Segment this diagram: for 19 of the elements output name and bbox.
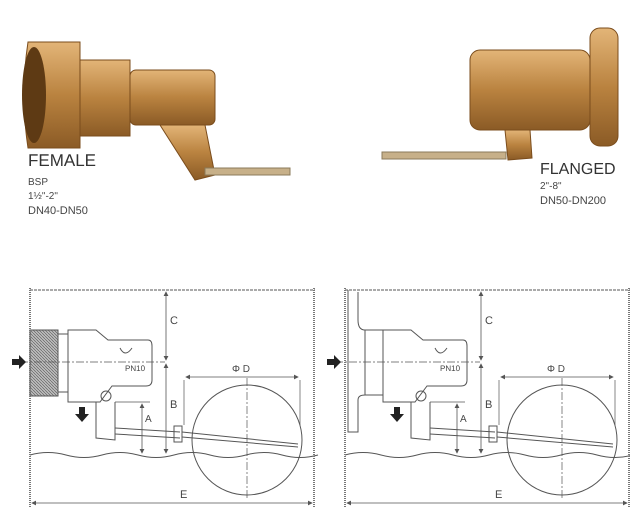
product-name: FLANGED: [540, 162, 616, 178]
dimension-label: B: [170, 400, 178, 411]
dimension-label: A: [460, 415, 467, 425]
dimension-label: E: [495, 490, 502, 501]
dimension-label: B: [485, 400, 492, 411]
size-range: DN50-DN200: [540, 196, 606, 207]
size-range: DN40-DN50: [28, 206, 88, 217]
dimension-label: E: [180, 490, 188, 501]
dimension-label: Φ D: [547, 365, 565, 375]
dimension-label: Φ D: [232, 365, 250, 375]
size-range: 1½"-2": [28, 192, 58, 202]
dimension-label: A: [145, 415, 152, 425]
size-range: 2"-8": [540, 182, 562, 192]
product-name: FEMALE: [28, 152, 96, 169]
model-text: PN10: [125, 365, 146, 373]
dimension-label: C: [170, 316, 178, 327]
model-text: PN10: [440, 365, 460, 373]
connection-type: BSP: [28, 178, 48, 188]
dimension-label: C: [485, 316, 493, 327]
